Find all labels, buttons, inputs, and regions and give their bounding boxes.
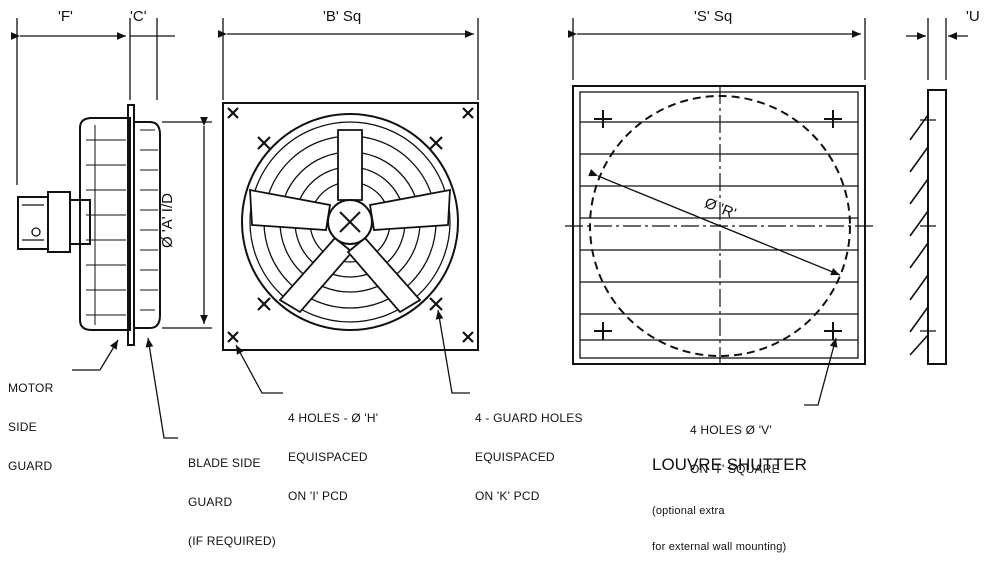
technical-drawing (10, 18, 968, 439)
callout-motor-guard: MOTOR SIDE GUARD (8, 356, 53, 486)
dim-a: Ø 'A' I/D (158, 193, 176, 248)
callout-line: ON 'K' PCD (475, 489, 540, 503)
dim-f: 'F' (58, 8, 73, 25)
callout-line: EQUISPACED (475, 450, 555, 464)
note-line: (optional extra (652, 505, 725, 517)
louvre-view (565, 18, 875, 406)
side-view (10, 18, 212, 439)
callout-line: 4 HOLES - Ø 'H' (288, 411, 379, 425)
callout-line: (IF REQUIRED) (188, 534, 276, 548)
callout-holes-v: 4 HOLES Ø 'V' ON 'T' SQUARE (690, 398, 780, 489)
callout-line: 4 - GUARD HOLES (475, 411, 583, 425)
dim-s: 'S' Sq (694, 8, 733, 25)
callout-line: GUARD (188, 495, 233, 509)
dim-u: 'U (966, 8, 980, 25)
callout-line: MOTOR (8, 381, 54, 395)
front-view (217, 18, 479, 394)
callout-line: EQUISPACED (288, 450, 368, 464)
callout-line: GUARD (8, 459, 53, 473)
callout-blade-guard: BLADE SIDE GUARD (IF REQUIRED) (188, 431, 276, 561)
shutter-side-view (906, 18, 968, 365)
note-line: for external wall mounting) (652, 541, 787, 553)
callout-line: SIDE (8, 420, 37, 434)
louvre-title: LOUVRE SHUTTER (652, 455, 807, 474)
callout-line: 4 HOLES Ø 'V' (690, 423, 772, 437)
callout-line: ON 'T' SQUARE (690, 462, 780, 476)
dim-c: 'C' (130, 8, 147, 25)
callout-guard-holes: 4 - GUARD HOLES EQUISPACED ON 'K' PCD (475, 386, 583, 516)
callout-line: ON 'I' PCD (288, 489, 348, 503)
callout-holes-h: 4 HOLES - Ø 'H' EQUISPACED ON 'I' PCD (288, 386, 378, 516)
dim-b: 'B' Sq (323, 8, 362, 25)
callout-line: BLADE SIDE (188, 456, 261, 470)
louvre-note: (optional extra for external wall mounti… (652, 481, 786, 565)
